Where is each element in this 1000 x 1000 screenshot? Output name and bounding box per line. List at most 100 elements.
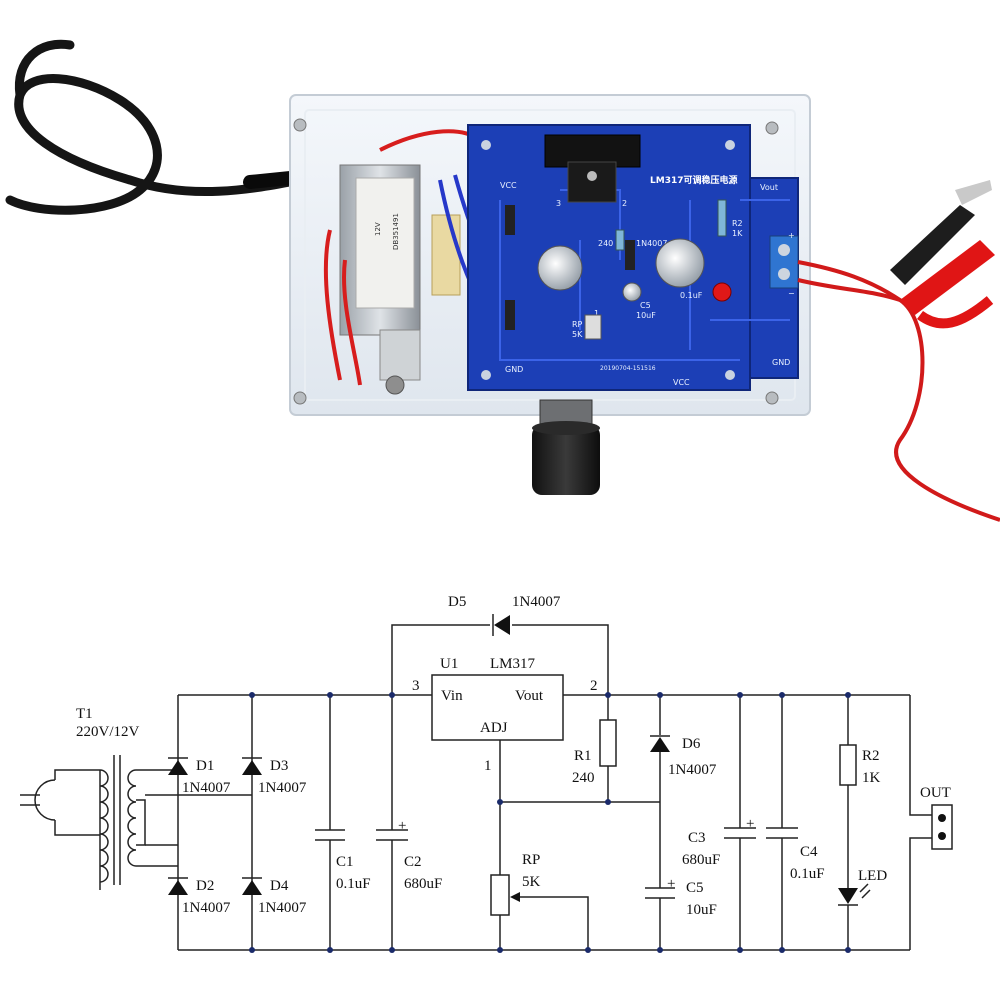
pcb-r1-value: 240	[598, 239, 613, 248]
pcb-d6-label: 1N4007	[636, 239, 667, 248]
r2-label: R2	[862, 748, 880, 764]
pcb-vout-label: Vout	[760, 183, 778, 192]
rp-label: RP	[522, 852, 540, 868]
d4-part: 1N4007	[258, 900, 307, 916]
rp-value: 5K	[522, 874, 541, 890]
diode-d3-symbol	[242, 757, 262, 775]
diode-d5-symbol	[492, 614, 510, 636]
c4-label: C4	[800, 844, 818, 860]
pin2-label: 2	[590, 678, 598, 694]
rp-potentiometer-symbol	[490, 874, 510, 916]
diode-d2-symbol	[168, 877, 188, 895]
diode-d6-symbol	[650, 735, 670, 752]
lm317-regulator	[567, 161, 617, 203]
pcb-pin2: 2	[622, 199, 627, 208]
red-lead	[797, 260, 1000, 522]
potentiometer-knob[interactable]	[532, 399, 600, 495]
d3-label: D3	[270, 758, 288, 774]
u1-vout: Vout	[515, 688, 544, 704]
pcb-c5-label: C5	[640, 301, 651, 310]
c1-label: C1	[336, 854, 354, 870]
pcb-r2-label: R2	[732, 219, 743, 228]
d1-label: D1	[196, 758, 214, 774]
t1-rating: 220V/12V	[76, 724, 140, 740]
c4-value: 0.1uF	[790, 866, 825, 882]
capacitor-c2	[537, 245, 583, 291]
screw-icon	[765, 121, 779, 135]
product-photo: DB351491 12V LM317可调稳压电源	[5, 39, 1000, 522]
r1-label: R1	[574, 748, 592, 764]
u1-label: U1	[440, 656, 458, 672]
capacitor-c3	[655, 238, 705, 288]
c5-label: C5	[686, 880, 704, 896]
c1-value: 0.1uF	[336, 876, 371, 892]
c3-value: 680uF	[682, 852, 720, 868]
r2-value: 1K	[862, 770, 881, 786]
d6-part: 1N4007	[668, 762, 717, 778]
resistor-r2	[717, 199, 727, 237]
transformer-t1-symbol	[20, 755, 178, 890]
board-title: LM317可调稳压电源	[650, 174, 737, 186]
pcb-board: LM317可调稳压电源 VCC Vout GND GND VCC 3 2 1 R…	[467, 124, 799, 391]
junction-dots	[249, 692, 851, 953]
c3-plus: +	[746, 816, 754, 832]
r1-value: 240	[572, 770, 595, 786]
d1-part: 1N4007	[182, 780, 231, 796]
capacitor-c5	[622, 282, 642, 302]
out-label: OUT	[920, 785, 951, 801]
d3-part: 1N4007	[258, 780, 307, 796]
c5-plus: +	[667, 876, 675, 892]
pcb-serial: 20190704-151516	[600, 365, 656, 372]
led	[712, 282, 732, 302]
screw-icon	[765, 391, 779, 405]
pcb-c5-value: 10uF	[636, 311, 656, 320]
pcb-gnd-label: GND	[772, 358, 790, 367]
r1-resistor-symbol	[599, 719, 617, 767]
d2-part: 1N4007	[182, 900, 231, 916]
schematic: T1 220V/12V D1 1N4007 D3 1N4007 D2 1N400…	[20, 594, 953, 953]
pcb-rp-label: RP	[572, 320, 583, 329]
r2-resistor-symbol	[839, 744, 857, 786]
d6-label: D6	[682, 736, 701, 752]
pin1-label: 1	[484, 758, 492, 774]
led-label: LED	[858, 868, 887, 884]
pcb-pin1: 1	[594, 309, 599, 318]
pcb-vcc-label: VCC	[500, 181, 517, 190]
c2-value: 680uF	[404, 876, 442, 892]
pcb-pin3: 3	[556, 199, 561, 208]
d5-part: 1N4007	[512, 594, 561, 610]
terminal-plus: +	[788, 231, 795, 240]
pcb-vcc-bottom-label: VCC	[673, 378, 690, 387]
u1-vin: Vin	[441, 688, 463, 704]
diode-d2	[505, 300, 515, 330]
transformer-code: DB351491	[392, 213, 400, 250]
diode-d6	[625, 240, 635, 270]
red-clip-icon	[900, 240, 995, 329]
led-symbol	[838, 883, 871, 906]
trimmer-rp	[584, 314, 602, 340]
black-lead	[797, 278, 901, 302]
transformer: DB351491 12V	[339, 164, 461, 395]
d5-label: D5	[448, 594, 466, 610]
out-connector-symbol	[931, 804, 953, 850]
pcb-c4-value: 0.1uF	[680, 291, 703, 300]
diode-d4-symbol	[242, 877, 262, 895]
output-terminal	[769, 235, 799, 289]
transformer-spec: 12V	[374, 222, 382, 236]
terminal-minus: −	[788, 289, 795, 298]
resistor-r1	[615, 229, 625, 251]
c2-label: C2	[404, 854, 422, 870]
diode-d1	[505, 205, 515, 235]
c3-label: C3	[688, 830, 706, 846]
black-clip-icon	[890, 180, 992, 285]
t1-label: T1	[76, 706, 93, 722]
screw-icon	[293, 391, 307, 405]
pcb-rp-value: 5K	[572, 330, 583, 339]
pcb-r2-value: 1K	[732, 229, 743, 238]
u1-lm317-block	[431, 674, 564, 741]
screw-icon	[293, 118, 307, 132]
d2-label: D2	[196, 878, 214, 894]
d4-label: D4	[270, 878, 289, 894]
pin3-label: 3	[412, 678, 420, 694]
